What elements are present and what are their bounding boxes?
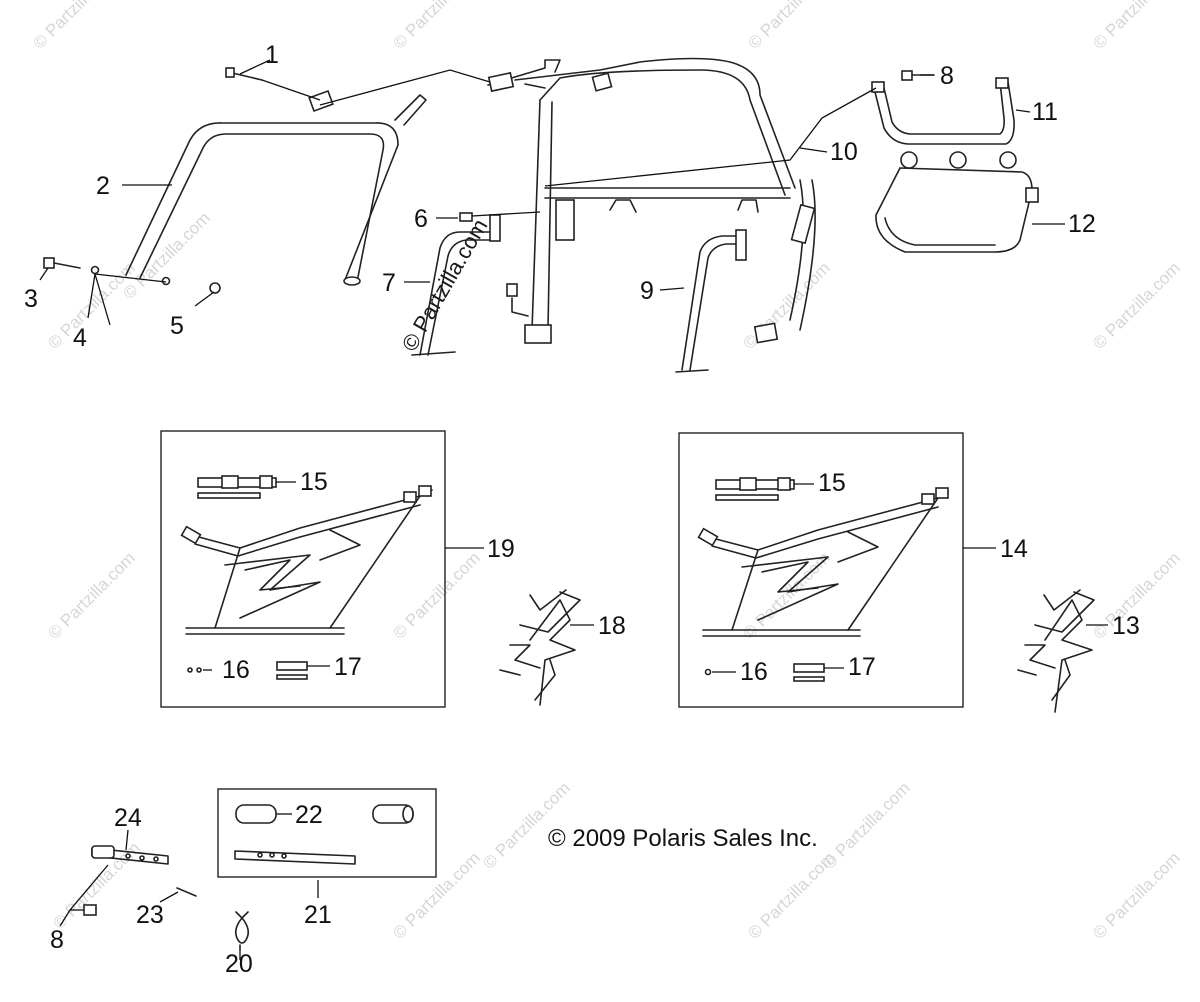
main-cage-part: [487, 57, 816, 344]
bolt-part-8-bottom: [83, 904, 97, 916]
callout-9: 9: [640, 277, 654, 305]
callout-24: 24: [114, 804, 142, 832]
callout-17-left: 17: [334, 653, 362, 681]
leader-lines-top: [39, 59, 1065, 326]
watermark: © Partzilla.com: [744, 0, 838, 53]
callout-21: 21: [304, 901, 332, 929]
leader-lines-bottom: [59, 813, 319, 960]
callout-7: 7: [382, 269, 396, 297]
door-frame-part-18: [499, 589, 581, 706]
leader-lines-box-19: [203, 481, 484, 671]
callout-16-right: 16: [740, 658, 768, 686]
callout-12: 12: [1068, 210, 1096, 238]
callout-8-top: 8: [940, 62, 954, 90]
assembly-box-19: [160, 430, 446, 708]
watermark: © Partzilla.com: [1089, 258, 1183, 352]
callout-20: 20: [225, 950, 253, 978]
rear-brace-part-9: [675, 229, 747, 373]
watermark: © Partzilla.com: [1089, 0, 1183, 53]
copyright-text: © 2009 Polaris Sales Inc.: [548, 825, 818, 852]
bolt-washer-nut-parts: [43, 257, 221, 294]
watermark: © Partzilla.com: [389, 0, 483, 53]
callout-1: 1: [265, 41, 279, 69]
callout-15-right: 15: [818, 469, 846, 497]
pin-part-23: [176, 887, 197, 897]
callout-11: 11: [1032, 98, 1058, 126]
rear-brace-part-7: [411, 214, 529, 356]
panel-part-12: [875, 151, 1039, 253]
callout-13: 13: [1112, 612, 1140, 640]
watermark-dark: © Partzilla.com: [397, 215, 493, 356]
callout-3: 3: [24, 285, 38, 313]
door-frame-part-13: [1017, 589, 1095, 713]
front-hoop-part: [125, 89, 427, 286]
door-frame-assembly-19: [180, 475, 433, 680]
callout-22: 22: [295, 801, 323, 829]
callout-5: 5: [170, 312, 184, 340]
clip-part-20: [234, 911, 250, 951]
door-frame-assembly-14: [697, 477, 949, 682]
callout-4: 4: [73, 324, 87, 352]
callout-10: 10: [830, 138, 858, 166]
callout-numbers: 1 2 3 4 5 6 7 8 9 10 11 12 15 19 18 16 1…: [24, 41, 1140, 978]
callout-17-right: 17: [848, 653, 876, 681]
bolt-part-1: [225, 67, 263, 81]
callout-16-left: 16: [222, 656, 250, 684]
watermark: © Partzilla.com: [44, 548, 138, 642]
watermark: © Partzilla.com: [389, 548, 483, 642]
assembly-box-14: [678, 432, 964, 708]
watermark: © Partzilla.com: [29, 0, 123, 53]
assembly-box-21: [217, 788, 437, 878]
callout-18: 18: [598, 612, 626, 640]
callout-6: 6: [414, 205, 428, 233]
callout-14: 14: [1000, 535, 1028, 563]
bar-part-24: [91, 845, 169, 865]
callout-8-bottom: 8: [50, 926, 64, 954]
callout-15-left: 15: [300, 468, 328, 496]
leader-lines-box-14: [712, 483, 996, 673]
watermark: © Partzilla.com: [739, 258, 833, 352]
watermark: © Partzilla.com: [819, 778, 913, 872]
callout-2: 2: [96, 172, 110, 200]
tube-parts-21-22: [234, 804, 414, 865]
callout-23: 23: [136, 901, 164, 929]
callout-19: 19: [487, 535, 515, 563]
bolt-part-6: [459, 212, 473, 222]
bar-part-11: [871, 77, 1015, 145]
watermark: © Partzilla.com: [1089, 848, 1183, 942]
